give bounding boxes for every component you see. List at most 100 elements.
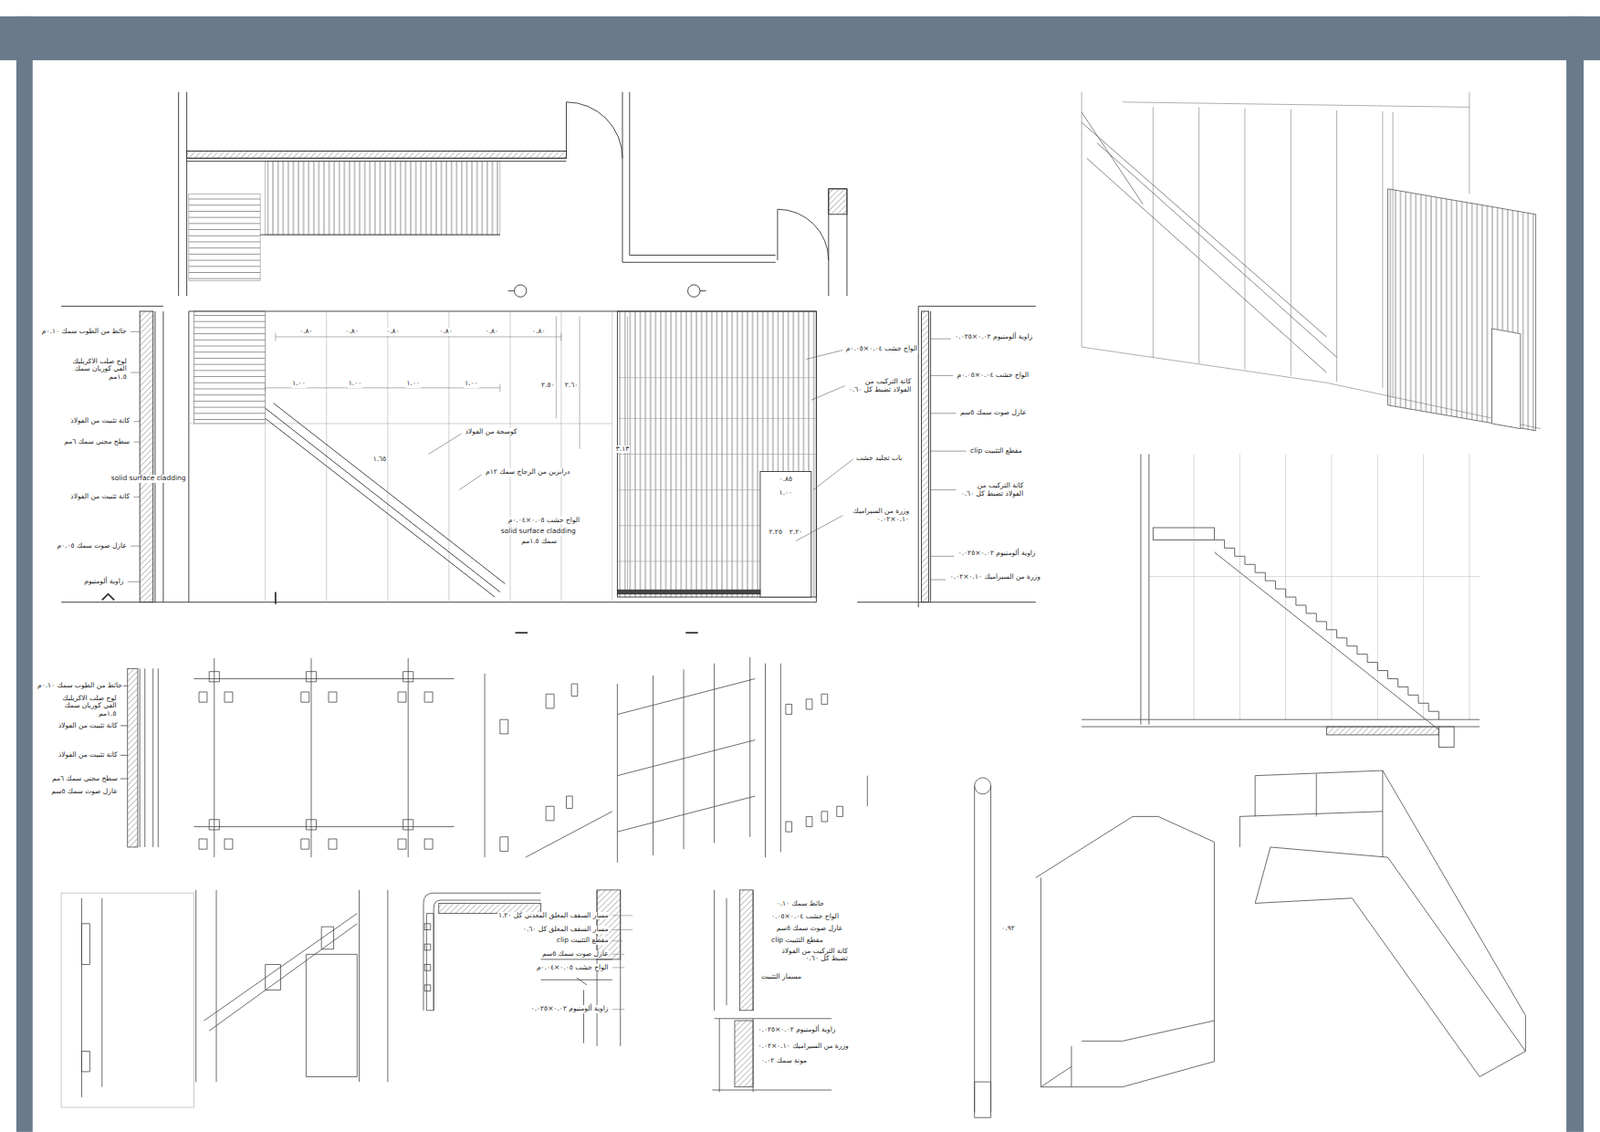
label-text: زاوية ألومنيوم ٠.٠٢×٠.٠٢٥ — [957, 549, 1037, 558]
label-text: زاوية ألومنيوم — [83, 577, 125, 586]
label-text: كانة تثبيت من الفولاذ — [57, 721, 119, 731]
floor-plan — [178, 92, 848, 298]
label-text: لوح صلب الاكريليك الفي كوريان سمك ١.٥مم — [62, 357, 127, 382]
rail-detail — [196, 889, 388, 1082]
wall-hatch — [740, 889, 754, 1011]
label-text: عازل صوت سمك ٥سم — [541, 950, 610, 959]
label-text: حائط من الطوب سمك ٠.١٠م — [41, 327, 128, 336]
foundation — [1438, 726, 1454, 747]
clips — [198, 671, 433, 850]
label-text: solid surface cladding — [500, 527, 577, 536]
label-text: حائط سمك ٠.١٠ — [775, 899, 826, 909]
label-text: سمك ١.٥مم — [520, 537, 558, 546]
stair-perspective — [1239, 770, 1526, 1077]
label-text: عازل صوت سمك ٥سم — [959, 408, 1028, 418]
section-marker — [508, 290, 707, 292]
label-text: كانة التركيب من الفولاذ تضبط كل ٠.٦٠ — [847, 377, 912, 394]
label-text: وزرة من السيراميك ٠.١٠×٠.٠٢ — [845, 507, 910, 523]
label-text: ٠.٩٢ — [1000, 924, 1015, 933]
label-text: ١.٠٠ — [463, 379, 479, 388]
label-text: ٢.٦٠ — [564, 381, 579, 390]
perspective-view — [1081, 92, 1541, 431]
skirting — [616, 589, 761, 594]
label-text: ١.٠٠ — [291, 379, 306, 388]
label-text: الواح خشب ٠.٠٤×٠.٠٥ — [770, 912, 840, 921]
label-text: ٠.٨٠ — [344, 327, 359, 336]
slat-clips — [765, 663, 868, 858]
label-text: كانة التركيب من الفولاذ تضبط كل ٠.٦٠ — [775, 947, 849, 963]
label-text: ٠.٨٠ — [531, 327, 546, 336]
label-text: ١.٠٠ — [347, 379, 363, 388]
label-text: ٢.٢٥ — [767, 528, 783, 537]
handrail — [974, 777, 992, 795]
dimension-line — [265, 316, 628, 593]
label-text: سطح محني سمك ٦مم — [62, 438, 131, 447]
label-text: كوسحة من الفولاذ — [464, 428, 519, 437]
corner-detail — [423, 892, 542, 1011]
leader-line — [127, 331, 967, 582]
label-text: الواح خشب ٠.٠٤×٠.٠٥م — [845, 345, 920, 354]
label-text: ٠.٨٠ — [385, 327, 400, 336]
clip-detail — [484, 673, 613, 858]
label-text: الواح خشب ٠.٠٤×٠.٠٥م — [956, 371, 1031, 380]
label-text: مقطع التثبيت clip — [555, 936, 610, 945]
label-text: الواح خشب ٠.٠٥×٠.٠٤م — [507, 516, 582, 525]
section-marker — [513, 284, 526, 297]
wall-hatch — [127, 668, 138, 848]
label-text: مقطع التثبيت clip — [770, 936, 825, 945]
panel-joints — [1149, 454, 1480, 721]
section-marker — [688, 284, 701, 297]
panel-detail — [81, 898, 102, 1098]
side-bar — [16, 16, 33, 1132]
elevation-lines — [61, 305, 1036, 607]
label-text: درابزين من الزجاج سمك ١٢م — [484, 468, 571, 477]
label-text: لوح صلب الاكريليك الفي كوريان سمك ١.٥مم — [58, 694, 118, 719]
label-text: ١.٠٠ — [778, 489, 794, 498]
foundation — [1326, 726, 1439, 735]
marker — [102, 591, 699, 633]
label-text: مسمار التثبيت — [760, 972, 803, 982]
label-text: زاوية ألومنيوم ٠.٠٢×٠.٠٢٥ — [757, 1025, 837, 1035]
label-text: ٠.٨٥ — [778, 475, 794, 484]
stair-steps — [1213, 539, 1439, 730]
label-text: كانة تثبيت من الفولاذ — [69, 492, 131, 502]
door — [1492, 328, 1521, 429]
wall-hatch — [139, 311, 154, 603]
header-bar — [0, 16, 1600, 61]
stair-elevation — [1081, 454, 1480, 748]
side-bar — [1566, 16, 1584, 1132]
label-text: وزرة من السيراميك ٠.١٠×٠.٠٢ — [757, 1042, 850, 1051]
label-text: ٢.٥٠ — [540, 381, 555, 390]
label-text: وزرة من السيراميك ٠.١٠×٠.٠٢ — [949, 573, 1042, 582]
label-text: حائط من الطوب سمك ٠.١٠م — [36, 681, 124, 691]
label-text: عازل صوت سمك ٠.٠٥م — [55, 542, 127, 551]
wall-elevation — [61, 305, 1036, 633]
wood-slats — [1387, 188, 1536, 431]
label-text: عازل صوت سمك ٥سم — [775, 924, 845, 933]
door — [760, 471, 812, 598]
label-text: سطح محني سمك ٦مم — [51, 774, 119, 784]
wall-hatch — [921, 311, 930, 603]
plan-walls — [178, 92, 848, 297]
wall-hatch — [734, 1020, 753, 1088]
label-text: مسار السقف المعلق كل ٠.٦٠ — [522, 925, 610, 934]
label-text: الواح خشب ٠.٠٥×٠.٠٤م — [535, 963, 610, 973]
wood-slats — [616, 311, 816, 597]
label-text: زاوية ألومنيوم ٠.٠٢×٠.٠٢٥ — [530, 1004, 610, 1014]
stair-treads — [193, 311, 265, 424]
wall-hatch — [187, 150, 567, 158]
label-text: solid surface cladding — [110, 474, 188, 483]
label-text: مقطع التثبيت clip — [969, 447, 1024, 456]
label-text: زاوية ألومنيوم ٠.٠٢×٠.٠٢٥ — [953, 333, 1034, 342]
label-text: كانة التركيب من الفولاذ تضبط كل ٠.٦٠ — [959, 481, 1025, 498]
label-text: ١.٦٥ — [372, 455, 387, 464]
stair-treads — [188, 193, 261, 281]
label-text: ١.٠٠ — [406, 379, 421, 388]
label-text: ٠.٨٠ — [438, 327, 453, 336]
label-text: كانة تثبيت من الفولاذ — [69, 417, 131, 426]
corner-perspective — [1035, 815, 1215, 1087]
label-text: مسار السقف المعلق المعدني كل ١.٢٠ — [497, 911, 610, 921]
label-text: ٠.٨٠ — [298, 327, 314, 336]
wall-hatch — [596, 889, 621, 960]
label-text: ٢.٢٠ — [788, 528, 804, 537]
